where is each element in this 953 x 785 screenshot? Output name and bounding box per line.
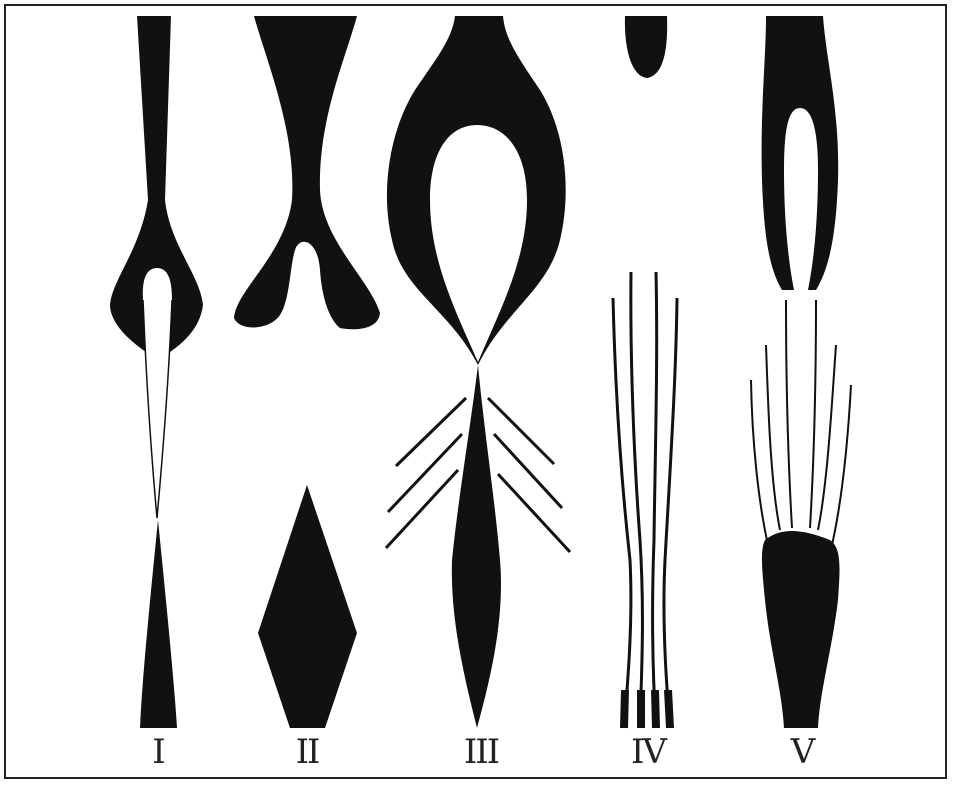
figure-3-core (430, 125, 527, 362)
figure-label-5: V (772, 734, 832, 770)
figure-3-shape (387, 16, 566, 728)
figure-label-1: I (128, 734, 188, 770)
figure-label-4: IV (618, 734, 678, 770)
figure-label-2: II (277, 734, 337, 770)
figure-4-shape (613, 16, 677, 728)
figure-label-3: III (451, 734, 511, 770)
figure-2-shape (234, 16, 380, 728)
